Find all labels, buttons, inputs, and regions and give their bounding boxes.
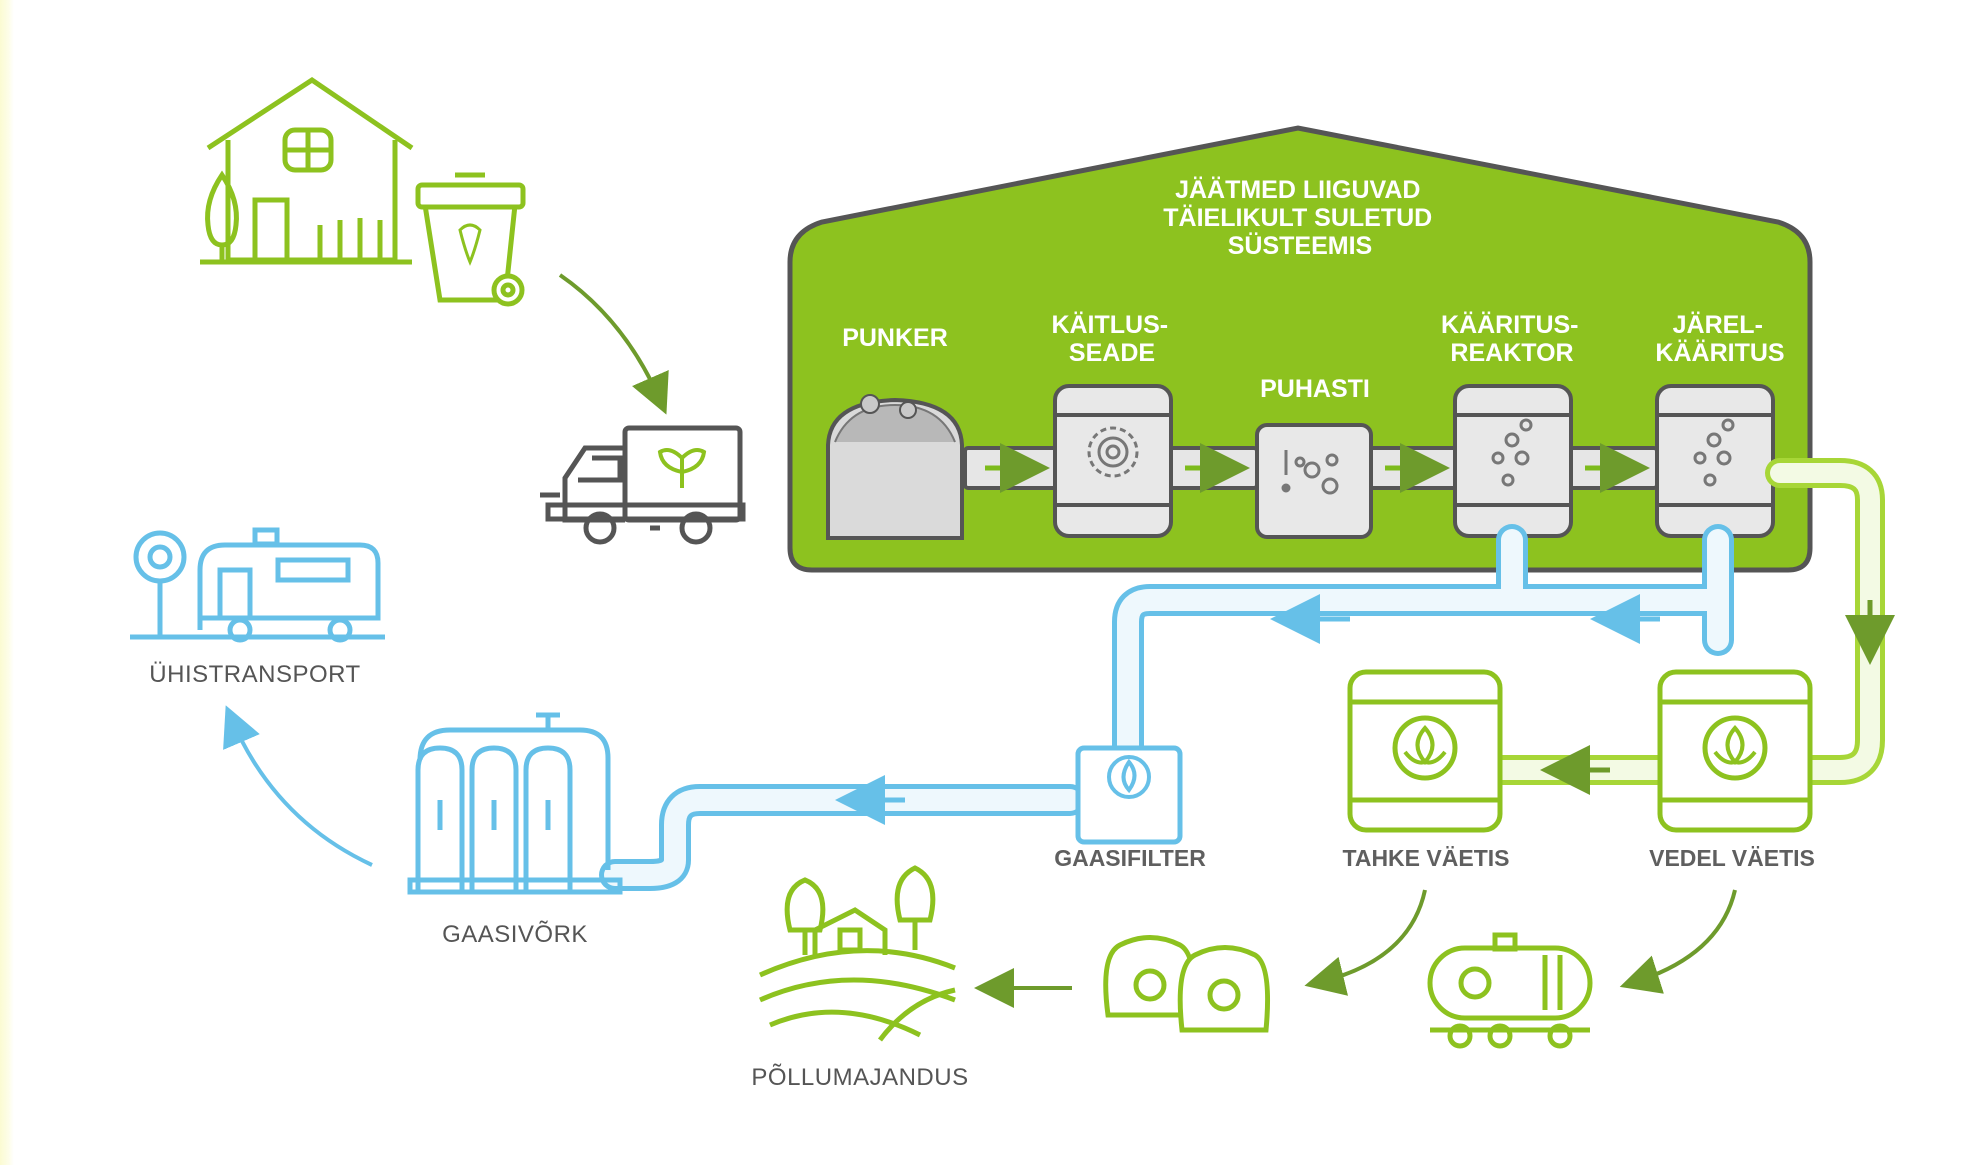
bubbles-icon <box>1693 418 1735 487</box>
bus-stop-icon <box>130 527 385 643</box>
flame-icon <box>1107 755 1151 799</box>
label-uhistransport: ÜHISTRANSPORT <box>149 661 360 688</box>
building-title: JÄÄTMED LIIGUVAD TÄIELIKULT SULETUD SÜST… <box>1163 176 1436 260</box>
label-gaasifilter: GAASIFILTER <box>1054 845 1206 871</box>
liquid-flow-arrows <box>1540 600 1895 795</box>
label-pollumajandus: PÕLLUMAJANDUS <box>751 1063 968 1091</box>
leaf-icon <box>1713 724 1757 766</box>
label-kaitlusseade: KÄITLUS- SEADE <box>1051 311 1172 367</box>
puhasti-filter <box>1255 423 1373 539</box>
compost-bin-icon <box>415 172 526 307</box>
house-icon <box>200 76 414 265</box>
arrow-to-truck <box>558 273 669 415</box>
gas-flow-arrows <box>835 594 1660 825</box>
fertilizer-sacks-icon <box>1103 935 1271 1033</box>
leaf-icon <box>1403 724 1447 766</box>
kaitlusseade-tank <box>1053 384 1173 538</box>
label-gaasivork: GAASIVÕRK <box>442 920 588 948</box>
tank-trailer-icon <box>1427 932 1593 1049</box>
leaf-icon <box>657 448 707 488</box>
arrow-to-sacks <box>1304 889 1427 996</box>
kaaritusreaktor-tank <box>1453 384 1573 538</box>
gas-cylinders-icon <box>407 712 623 895</box>
farm-field-icon <box>758 865 956 1042</box>
label-vedel-vaetis: VEDEL VÄETIS <box>1649 845 1815 871</box>
tahke-vaetis-tank <box>1347 669 1503 833</box>
label-tahke-vaetis: TAHKE VÄETIS <box>1343 845 1510 871</box>
filter-bubbles-icon <box>1281 450 1339 495</box>
punker-hopper <box>826 394 964 540</box>
label-jarelkaaritus: JÄREL- KÄÄRITUS <box>1655 311 1784 367</box>
gear-icon <box>1087 426 1139 478</box>
arrow-to-transport <box>223 705 373 867</box>
garbage-truck-icon <box>540 425 746 545</box>
vedel-vaetis-tank <box>1657 669 1813 833</box>
left-edge-tint <box>0 0 14 1165</box>
label-punker: PUNKER <box>842 324 948 352</box>
label-puhasti: PUHASTI <box>1260 375 1370 403</box>
bubbles-icon <box>1491 418 1533 487</box>
arrow-to-trailer <box>1619 889 1737 994</box>
label-kaaritusreaktor: KÄÄRITUS- REAKTOR <box>1441 311 1583 367</box>
jarelkaaritus-tank <box>1655 384 1775 538</box>
gas-pipeline <box>599 524 1734 891</box>
